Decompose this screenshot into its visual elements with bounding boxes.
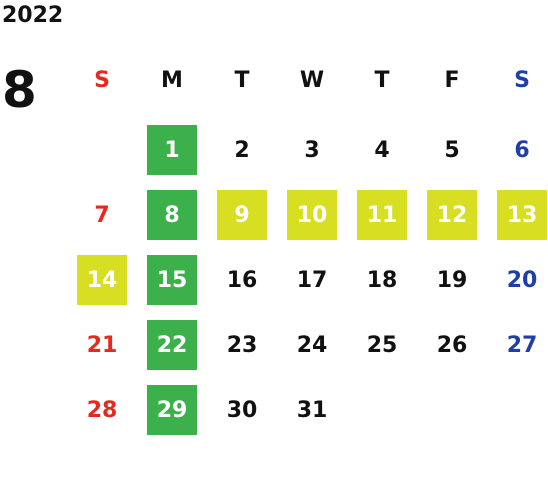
- day-cell[interactable]: 17: [296, 267, 328, 293]
- day-cell[interactable]: 14: [77, 255, 127, 305]
- day-cell[interactable]: 30: [226, 397, 258, 423]
- day-cell[interactable]: 8: [147, 190, 197, 240]
- weekday-header: F: [444, 67, 460, 93]
- day-cell[interactable]: 22: [147, 320, 197, 370]
- day-cell[interactable]: 26: [436, 332, 468, 358]
- day-cell[interactable]: 5: [444, 137, 460, 163]
- day-cell[interactable]: 15: [147, 255, 197, 305]
- day-cell[interactable]: 16: [226, 267, 258, 293]
- day-cell[interactable]: 19: [436, 267, 468, 293]
- weekday-header: S: [94, 67, 110, 93]
- day-cell[interactable]: 11: [357, 190, 407, 240]
- day-cell[interactable]: 28: [86, 397, 118, 423]
- day-cell[interactable]: 10: [287, 190, 337, 240]
- day-cell[interactable]: 24: [296, 332, 328, 358]
- year-label: 2022: [2, 3, 64, 28]
- day-cell[interactable]: 2: [234, 137, 250, 163]
- day-cell[interactable]: 12: [427, 190, 477, 240]
- weekday-header: T: [234, 67, 250, 93]
- weekday-header: M: [161, 67, 183, 93]
- day-cell[interactable]: 6: [514, 137, 530, 163]
- day-cell[interactable]: 4: [374, 137, 390, 163]
- day-cell[interactable]: 29: [147, 385, 197, 435]
- weekday-header: W: [299, 67, 325, 93]
- weekday-header: T: [374, 67, 390, 93]
- day-cell[interactable]: 21: [86, 332, 118, 358]
- day-cell[interactable]: 9: [217, 190, 267, 240]
- day-cell[interactable]: 13: [497, 190, 547, 240]
- day-cell[interactable]: 25: [366, 332, 398, 358]
- day-cell[interactable]: 23: [226, 332, 258, 358]
- day-cell[interactable]: 7: [94, 202, 110, 228]
- day-cell[interactable]: 3: [304, 137, 320, 163]
- month-number: 8: [2, 61, 37, 119]
- day-cell[interactable]: 18: [366, 267, 398, 293]
- day-cell[interactable]: 27: [506, 332, 538, 358]
- day-cell[interactable]: 20: [506, 267, 538, 293]
- day-cell[interactable]: 1: [147, 125, 197, 175]
- weekday-header: S: [514, 67, 530, 93]
- day-cell[interactable]: 31: [296, 397, 328, 423]
